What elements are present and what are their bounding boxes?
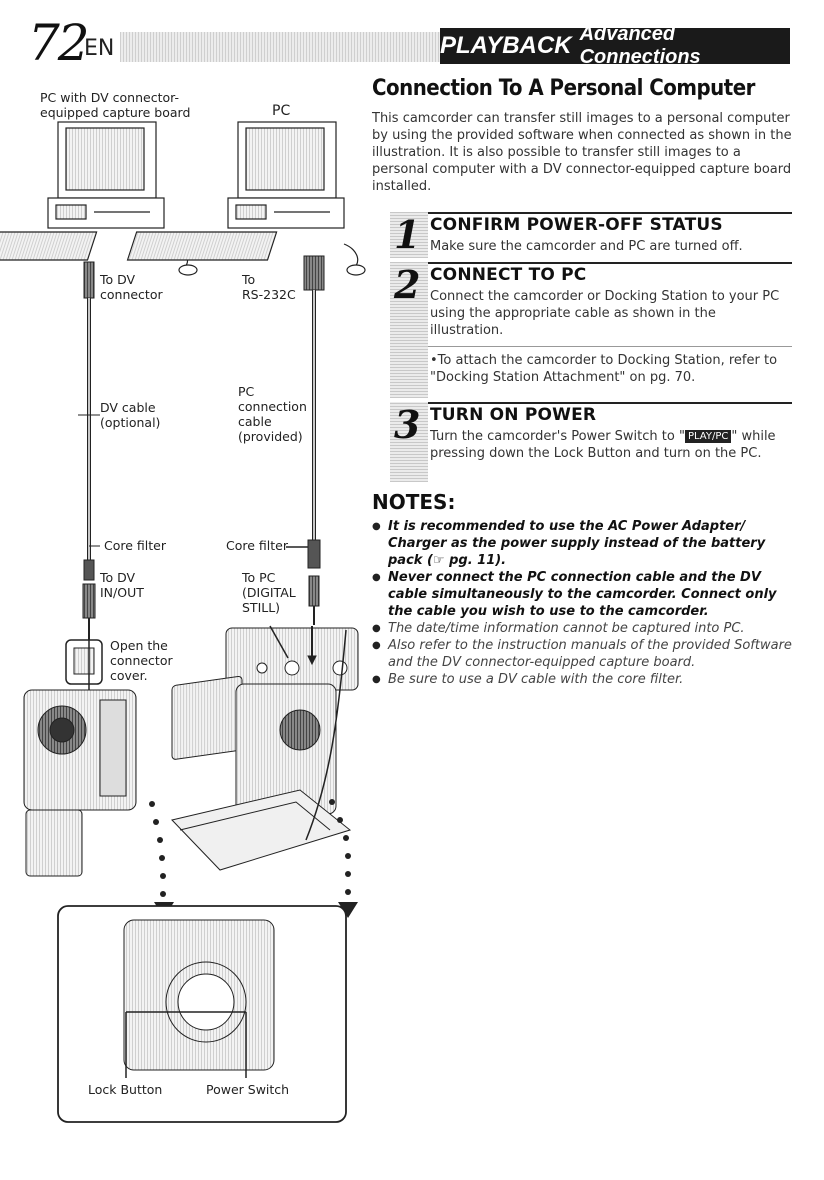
step-body: Make sure the camcorder and PC are turne…: [430, 239, 743, 254]
header-section: PLAYBACK: [440, 32, 572, 59]
camcorder-on-docking-station-icon: [171, 676, 352, 871]
step-note: •To attach the camcorder to Docking Stat…: [430, 353, 778, 385]
note-item: The date/time information cannot be capt…: [372, 620, 792, 637]
note-item: Never connect the PC connection cable an…: [372, 569, 792, 620]
label-power-switch: Power Switch: [206, 1082, 290, 1097]
step-body: Connect the camcorder or Docking Station…: [430, 289, 780, 338]
label-open-connector-cover: Open the connector cover.: [110, 638, 173, 683]
step-number: 2: [394, 262, 421, 307]
page-number: 72: [28, 14, 90, 72]
note-item: Also refer to the instruction manuals of…: [372, 637, 792, 671]
pc-with-capture-board-icon: [0, 121, 198, 276]
pc-icon: [126, 121, 366, 276]
step-body: Turn the camcorder's Power Switch to "PL…: [430, 429, 776, 461]
header-pattern-band: [120, 32, 440, 62]
step-3: 3 TURN ON POWER Turn the camcorder's Pow…: [390, 402, 792, 482]
connector-panel-icon: [225, 625, 359, 691]
play-pc-mode-badge: PLAY/PC: [684, 430, 732, 443]
step-title: CONNECT TO PC: [430, 265, 587, 285]
step-title: CONFIRM POWER-OFF STATUS: [430, 215, 723, 235]
label-core-filter-left: Core filter: [104, 538, 166, 553]
step-1: 1 CONFIRM POWER-OFF STATUS Make sure the…: [390, 212, 792, 258]
label-to-pc-digital-still: To PC (DIGITAL STILL): [242, 570, 296, 615]
header-subsection: Advanced Connections: [579, 23, 701, 68]
header-section-bar: PLAYBACK Advanced Connections: [440, 23, 790, 68]
label-pc: PC: [272, 103, 291, 119]
note-item: It is recommended to use the AC Power Ad…: [372, 518, 792, 569]
step-title: TURN ON POWER: [430, 405, 597, 425]
note-item: Be sure to use a DV cable with the core …: [372, 671, 792, 688]
page-language: EN: [84, 36, 115, 61]
label-lock-button: Lock Button: [88, 1082, 163, 1097]
label-pc-connection-cable: PC connection cable (provided): [238, 384, 307, 444]
label-to-dv-connector: To DV connector: [100, 272, 163, 302]
section-title: Connection To A Personal Computer: [372, 76, 755, 101]
pc-connection-cable-icon: [303, 255, 325, 625]
label-core-filter-right: Core filter: [226, 538, 288, 553]
step-2: 2 CONNECT TO PC Connect the camcorder or…: [390, 262, 792, 398]
cable-line: [305, 629, 347, 841]
label-to-rs232c: To RS-232C: [242, 272, 296, 302]
intro-paragraph: This camcorder can transfer still images…: [372, 111, 792, 194]
connection-illustration: [0, 121, 366, 1123]
notes-list: It is recommended to use the AC Power Ad…: [372, 518, 792, 688]
detail-box: [57, 905, 347, 1123]
dv-cable-icon: [82, 261, 96, 648]
notes-title: NOTES:: [372, 490, 456, 514]
dotted-arrow-left-icon: [149, 801, 174, 918]
label-pc-with-board: PC with DV connector- equipped capture b…: [40, 90, 191, 120]
step-number: 1: [394, 212, 421, 257]
camcorder-icon: [23, 689, 137, 877]
label-dv-cable: DV cable (optional): [100, 400, 161, 430]
label-to-dv-inout: To DV IN/OUT: [100, 570, 144, 600]
dotted-arrow-right-icon: [329, 799, 358, 918]
step-number: 3: [394, 402, 421, 447]
